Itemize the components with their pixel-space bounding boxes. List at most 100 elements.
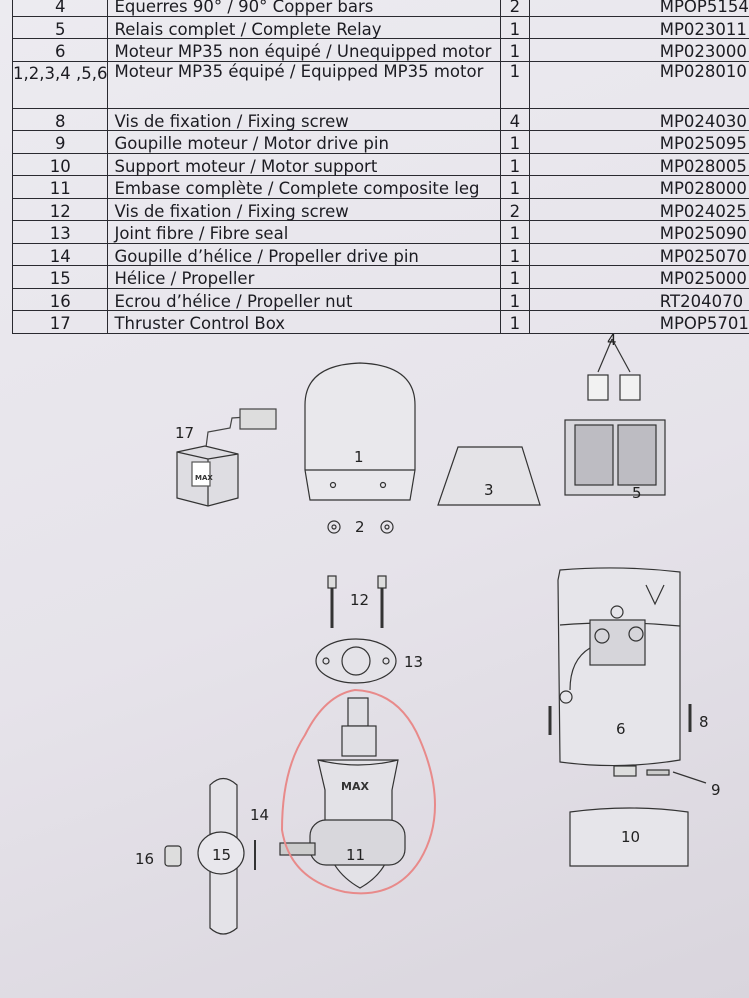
label-6: 6 [616, 720, 626, 738]
cell-qty: 1 [499, 175, 530, 199]
cell-qty: 1 [499, 287, 530, 311]
cell-qty: 1 [499, 152, 530, 176]
cell-ref: 8 [11, 107, 109, 131]
control-box [176, 408, 277, 507]
cell-desc: Goupille d’hélice / Propeller drive pin [107, 242, 501, 266]
label-1: 1 [354, 448, 364, 466]
cell-code: MP028010 [528, 60, 749, 109]
screws-8 [548, 704, 692, 735]
motor [557, 567, 681, 777]
cell-code: MP023011 [528, 15, 749, 39]
cell-desc: Goupille moteur / Motor drive pin [107, 130, 501, 154]
cell-qty: 2 [499, 0, 530, 17]
label-9: 9 [711, 781, 721, 799]
cell-desc: Embase complète / Complete composite leg [107, 175, 501, 199]
highlight-circle [280, 688, 436, 895]
cell-qty: 1 [499, 38, 530, 62]
cell-qty: 1 [499, 130, 530, 154]
cell-desc: Hélice / Propeller [107, 265, 501, 289]
cell-code: MP025095 [528, 130, 749, 154]
brand-logo: MAX [341, 780, 369, 793]
cell-ref: 15 [11, 265, 109, 289]
cell-code: MP025090 [528, 220, 749, 244]
label-17: 17 [175, 424, 194, 442]
label-10: 10 [621, 828, 640, 846]
cell-ref: 12 [11, 197, 109, 221]
cell-code: MP028000 [528, 175, 749, 199]
cell-desc: Relais complet / Complete Relay [107, 15, 501, 39]
cell-code: MP023000 [528, 38, 749, 62]
cell-ref: 1,2,3,4 ,5,6 [11, 60, 109, 109]
cell-ref: 4 [11, 0, 109, 17]
label-4: 4 [607, 331, 617, 349]
cell-code: MPOP5154 [528, 0, 749, 17]
cell-ref: 11 [11, 175, 109, 199]
cell-qty: 1 [499, 242, 530, 266]
cell-code: RT204070 [528, 287, 749, 311]
cell-desc: Moteur MP35 équipé / Equipped MP35 motor [107, 60, 501, 109]
cell-desc: Moteur MP35 non équipé / Unequipped moto… [107, 38, 501, 62]
cell-code: MP024025 [528, 197, 749, 221]
cell-qty: 1 [499, 220, 530, 244]
label-11: 11 [346, 846, 365, 864]
cell-ref: 14 [11, 242, 109, 266]
washers [327, 520, 394, 534]
cell-code: MP025000 [528, 265, 749, 289]
cell-qty: 2 [499, 197, 530, 221]
label-5: 5 [632, 484, 642, 502]
exploded-diagram: 1 2 3 4 5 6 8 9 10 11 12 13 14 15 16 17 … [135, 331, 721, 935]
label-2: 2 [355, 518, 365, 536]
label-3: 3 [484, 481, 494, 499]
motor-support [569, 807, 689, 867]
cell-code: MP025070 [528, 242, 749, 266]
cell-qty: 4 [499, 107, 530, 131]
fibre-seal [315, 638, 397, 684]
cell-ref: 13 [11, 220, 109, 244]
cell-qty: 1 [499, 15, 530, 39]
drive-pin [646, 769, 707, 784]
cell-desc: Equerres 90° / 90° Copper bars [107, 0, 501, 17]
label-14: 14 [250, 806, 269, 824]
cell-code: MP028005 [528, 152, 749, 176]
composite-leg [279, 697, 406, 889]
screws-12 [327, 575, 387, 628]
cell-ref: 5 [11, 15, 109, 39]
cell-desc: Support moteur / Motor support [107, 152, 501, 176]
propeller-nut [164, 845, 182, 867]
brand-logo-box: MAX [195, 474, 213, 482]
relay [564, 338, 666, 496]
cell-ref: 9 [11, 130, 109, 154]
cell-qty: 1 [499, 60, 530, 109]
label-12: 12 [350, 591, 369, 609]
mounting-plate [437, 446, 541, 506]
cell-ref: 10 [11, 152, 109, 176]
label-15: 15 [212, 846, 231, 864]
motor-cover [304, 362, 416, 501]
cell-desc: Vis de fixation / Fixing screw [107, 107, 501, 131]
cell-desc: Vis de fixation / Fixing screw [107, 197, 501, 221]
cell-ref: 17 [11, 310, 109, 334]
label-8: 8 [699, 713, 709, 731]
cell-qty: 1 [499, 265, 530, 289]
cell-code: MP024030 [528, 107, 749, 131]
propeller [197, 777, 245, 935]
cell-code: MPOP5701 [528, 310, 749, 334]
label-13: 13 [404, 653, 423, 671]
label-16: 16 [135, 850, 154, 868]
cell-ref: 6 [11, 38, 109, 62]
